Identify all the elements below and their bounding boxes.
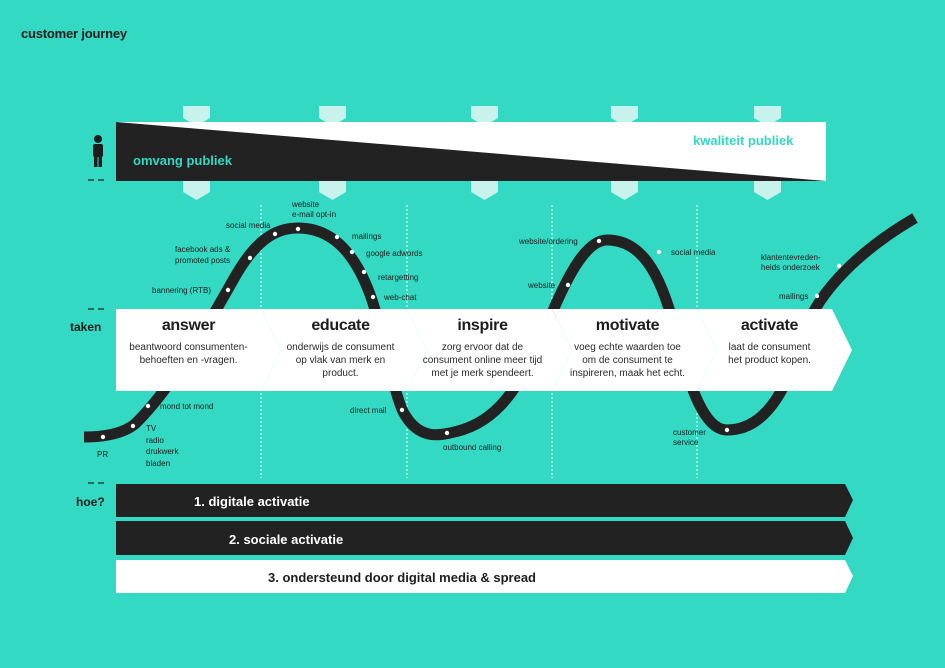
activation-band-2 bbox=[116, 521, 853, 555]
touchpoint-label: customer bbox=[673, 428, 706, 437]
stage-arrow-activate bbox=[697, 309, 852, 391]
stage-title: motivate bbox=[595, 317, 660, 334]
touchpoint-label: social media bbox=[671, 248, 716, 257]
touchpoint-label: radio bbox=[146, 436, 164, 445]
touchpoint-label: TV bbox=[146, 424, 157, 433]
journey-curve bbox=[83, 213, 918, 443]
page-title: customer journey bbox=[21, 26, 127, 41]
touchpoint-label: mailings bbox=[352, 232, 382, 241]
chevron-marker bbox=[754, 106, 781, 126]
chevron-marker bbox=[319, 106, 346, 126]
stage-arrow-educate bbox=[261, 309, 427, 391]
touchpoint-label: drukwerk bbox=[146, 447, 179, 456]
chevron-marker bbox=[611, 106, 638, 126]
chevron-marker bbox=[471, 180, 498, 200]
stage-title: inspire bbox=[457, 317, 508, 334]
touchpoint-label: mailings bbox=[779, 292, 809, 301]
activation-band-1 bbox=[116, 484, 853, 517]
chevron-marker bbox=[611, 180, 638, 200]
activation-label-social: 2. sociale activatie bbox=[229, 532, 344, 547]
touchpoint-label: service bbox=[673, 438, 699, 447]
touchpoint-label: klantentevreden- bbox=[761, 253, 821, 262]
stage-title: answer bbox=[161, 317, 216, 334]
touchpoint-label: social media bbox=[226, 221, 271, 230]
chevron-marker bbox=[754, 180, 781, 200]
touchpoint-label: website bbox=[528, 281, 556, 290]
touchpoint-label: website bbox=[292, 200, 320, 209]
audience-quality-label: kwaliteit publiek bbox=[693, 133, 794, 148]
touchpoint-label: bannering (RTB) bbox=[152, 286, 211, 295]
tasks-label: taken bbox=[70, 320, 102, 334]
chevron-marker bbox=[183, 180, 210, 200]
stage-arrow-inspire bbox=[407, 309, 572, 391]
stage-answer: answer beantwoord consumenten-behoeften … bbox=[116, 309, 261, 391]
touchpoint-label: direct mail bbox=[350, 406, 387, 415]
chevron-markers bbox=[183, 106, 781, 200]
activation-band-3 bbox=[116, 560, 853, 593]
chevron-marker bbox=[183, 106, 210, 126]
chevron-marker bbox=[471, 106, 498, 126]
stage-title: activate bbox=[740, 317, 799, 334]
stage-description: beantwoord consumenten-behoeften en -vra… bbox=[129, 342, 248, 366]
touchpoint-label: web-chat bbox=[384, 293, 417, 302]
touchpoint-label: mond tot mond bbox=[160, 402, 214, 411]
chevron-marker bbox=[319, 180, 346, 200]
stage-title: educate bbox=[311, 317, 370, 334]
touchpoint-label: e-mail opt-in bbox=[292, 210, 337, 219]
touchpoint-label: retargetting bbox=[378, 273, 419, 282]
audience-wedge bbox=[116, 122, 826, 181]
touchpoint-label: heids onderzoek bbox=[761, 263, 820, 272]
axis-dashes bbox=[88, 179, 104, 484]
activation-label-digital: 1. digitale activatie bbox=[194, 494, 310, 509]
touchpoint-label: facebook ads & bbox=[175, 245, 231, 254]
touchpoint-label: bladen bbox=[146, 459, 171, 468]
touchpoint-dots bbox=[100, 226, 842, 440]
touchpoint-label: outbound calling bbox=[443, 443, 502, 452]
audience-size-label: omvang publiek bbox=[133, 153, 232, 168]
touchpoint-label: promoted posts bbox=[175, 256, 231, 265]
stage-arrow-motivate bbox=[552, 309, 717, 391]
how-label: hoe? bbox=[76, 495, 105, 509]
touchpoint-label: google adwords bbox=[366, 249, 423, 258]
touchpoint-label: PR bbox=[97, 450, 109, 459]
stage-arrow-answer bbox=[116, 309, 281, 391]
activation-label-supported: 3. ondersteund door digital media & spre… bbox=[268, 570, 536, 585]
touchpoint-label: website/ordering bbox=[519, 237, 578, 246]
person-icon bbox=[93, 135, 103, 167]
stage-arrows bbox=[116, 309, 852, 391]
